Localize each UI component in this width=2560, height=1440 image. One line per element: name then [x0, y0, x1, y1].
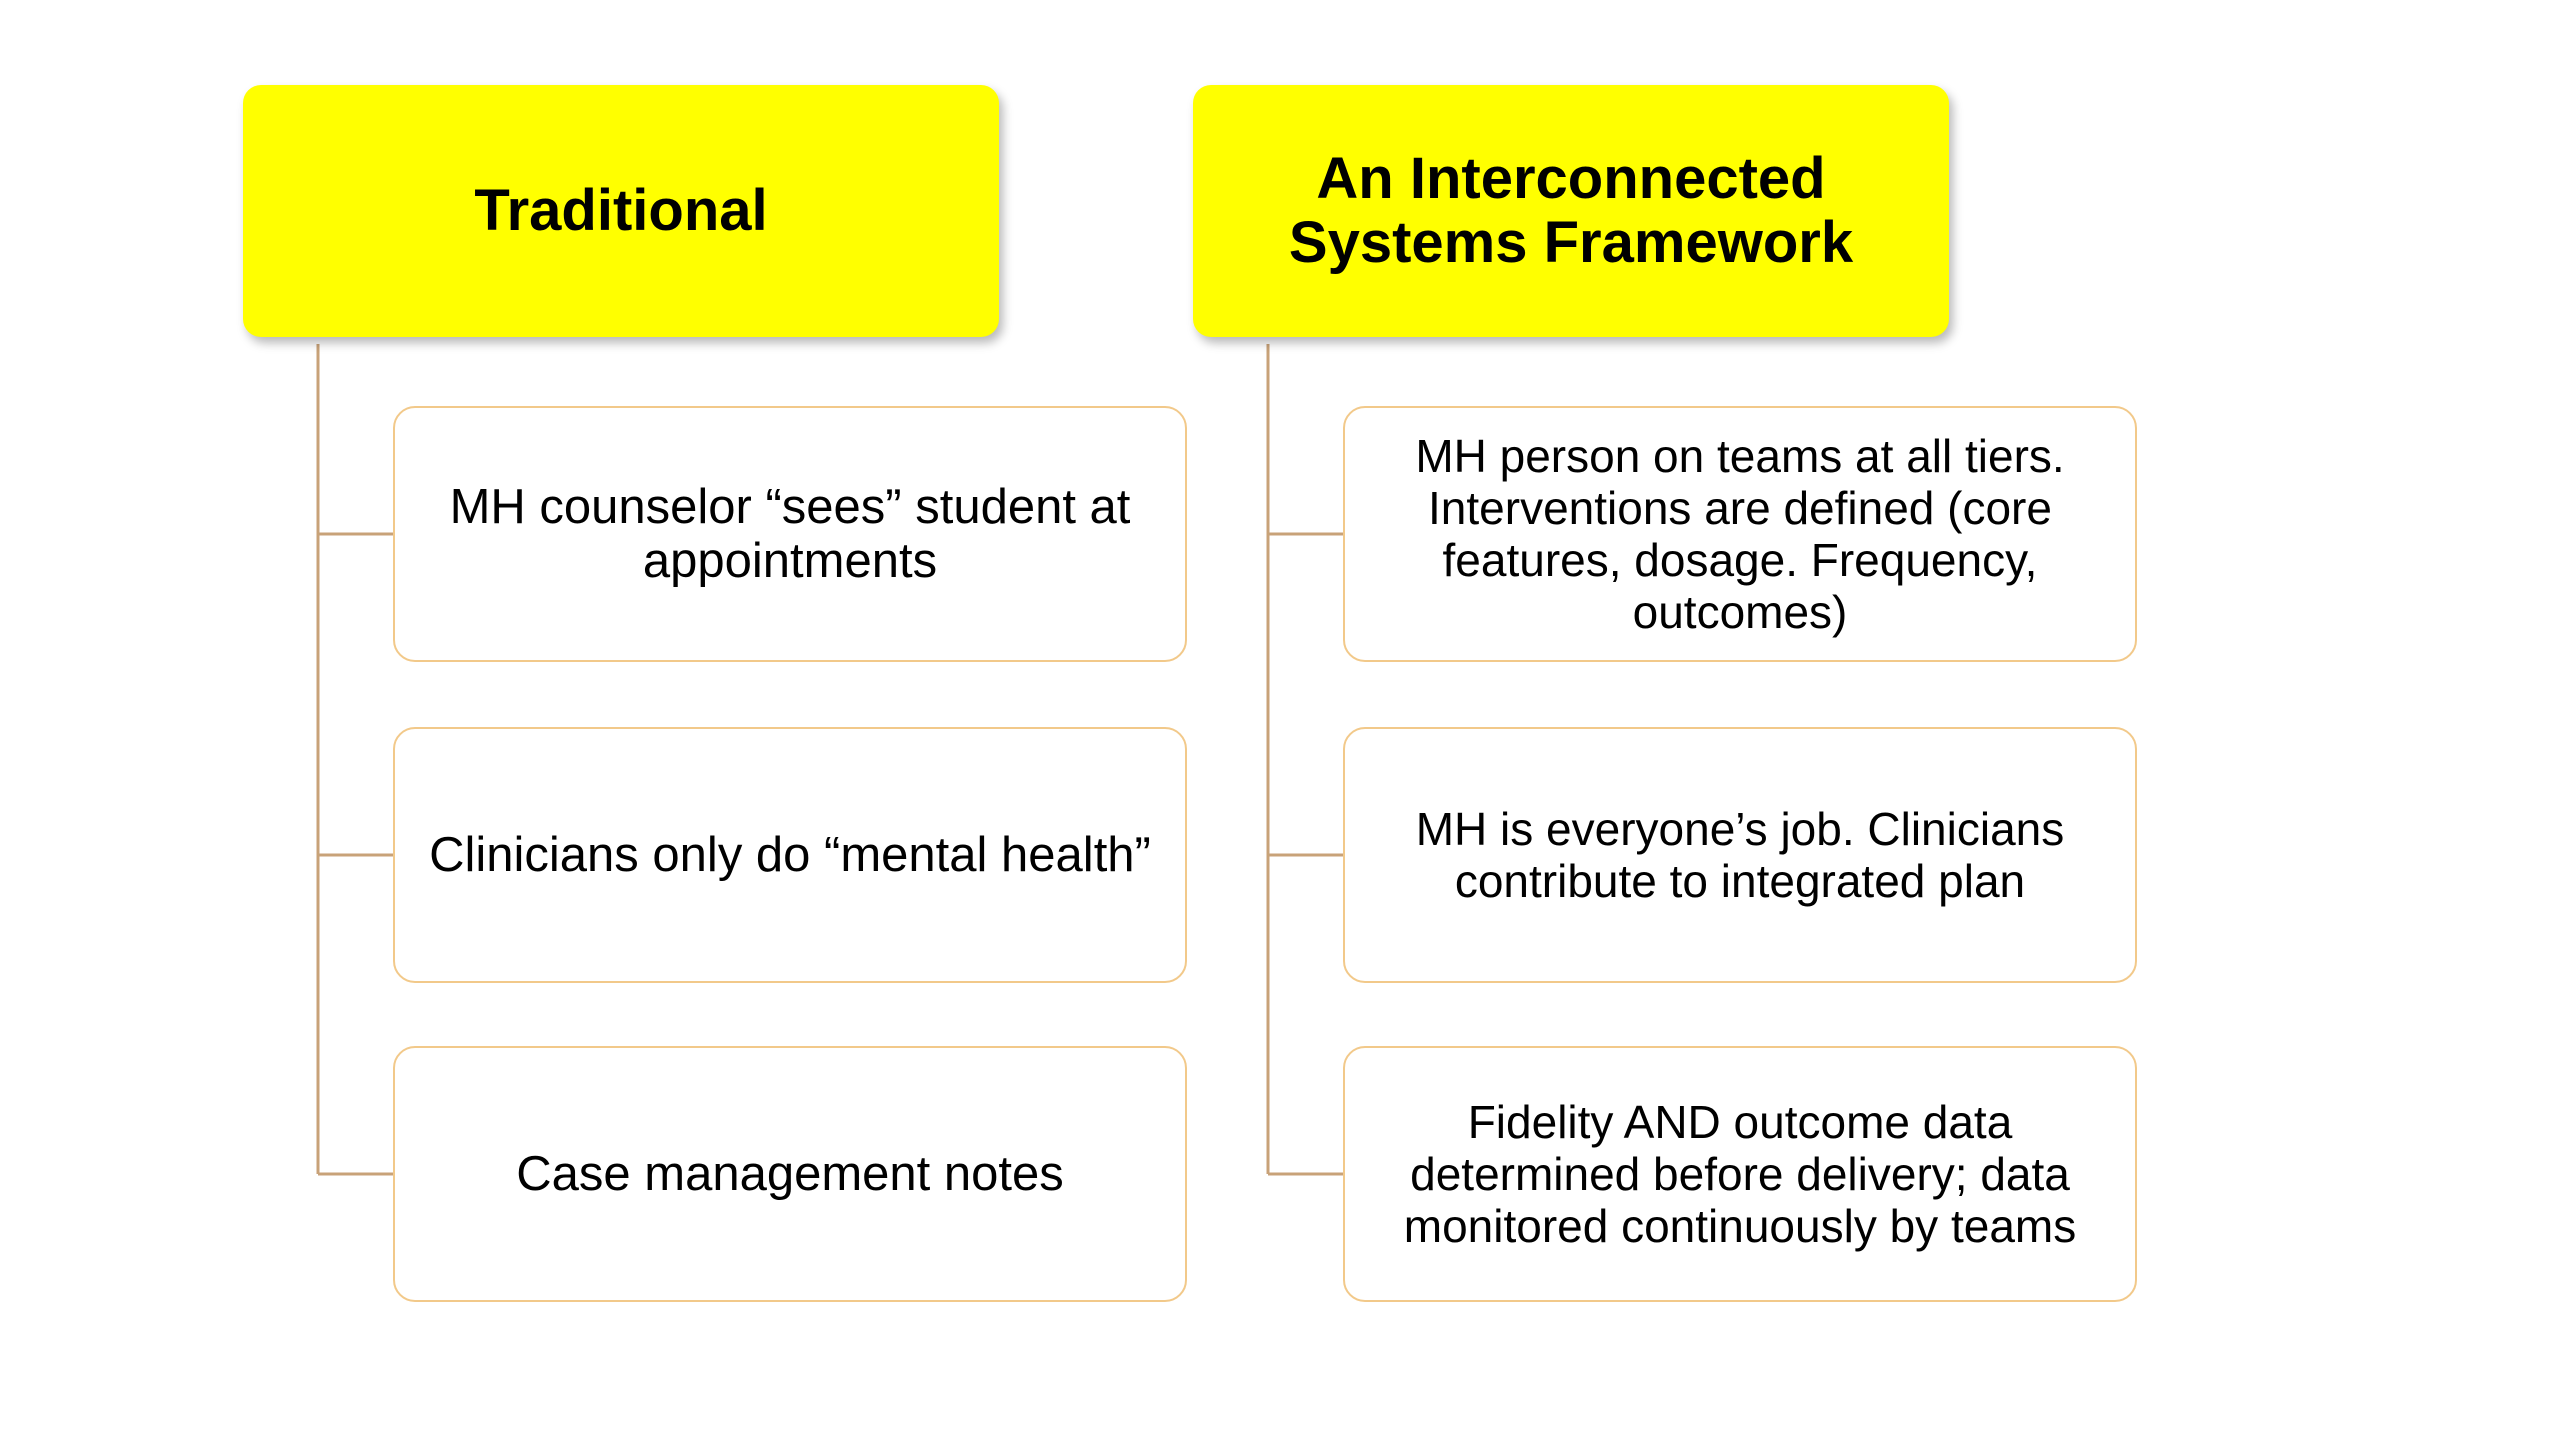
framework-connectors: [1266, 344, 1343, 1176]
framework-item-1-text: MH person on teams at all tiers. Interve…: [1415, 430, 2065, 638]
framework-item-3-text: Fidelity AND outcome data determined bef…: [1403, 1096, 2077, 1252]
framework-header: An Interconnected Systems Framework: [1193, 85, 1949, 337]
traditional-connectors: [316, 344, 393, 1176]
framework-item-3: Fidelity AND outcome data determined bef…: [1343, 1046, 2137, 1302]
framework-item-1: MH person on teams at all tiers. Interve…: [1343, 406, 2137, 662]
traditional-item-3-text: Case management notes: [516, 1147, 1064, 1201]
framework-item-2-text: MH is everyone’s job. Clinicians contrib…: [1415, 803, 2065, 907]
traditional-item-1: MH counselor “sees” student at appointme…: [393, 406, 1187, 662]
traditional-header-label: Traditional: [474, 178, 768, 243]
traditional-header: Traditional: [243, 85, 999, 337]
traditional-item-2-text: Clinicians only do “mental health”: [429, 828, 1151, 882]
traditional-item-3: Case management notes: [393, 1046, 1187, 1302]
framework-header-label: An Interconnected Systems Framework: [1288, 146, 1854, 275]
framework-item-2: MH is everyone’s job. Clinicians contrib…: [1343, 727, 2137, 983]
traditional-item-1-text: MH counselor “sees” student at appointme…: [449, 480, 1131, 588]
traditional-item-2: Clinicians only do “mental health”: [393, 727, 1187, 983]
